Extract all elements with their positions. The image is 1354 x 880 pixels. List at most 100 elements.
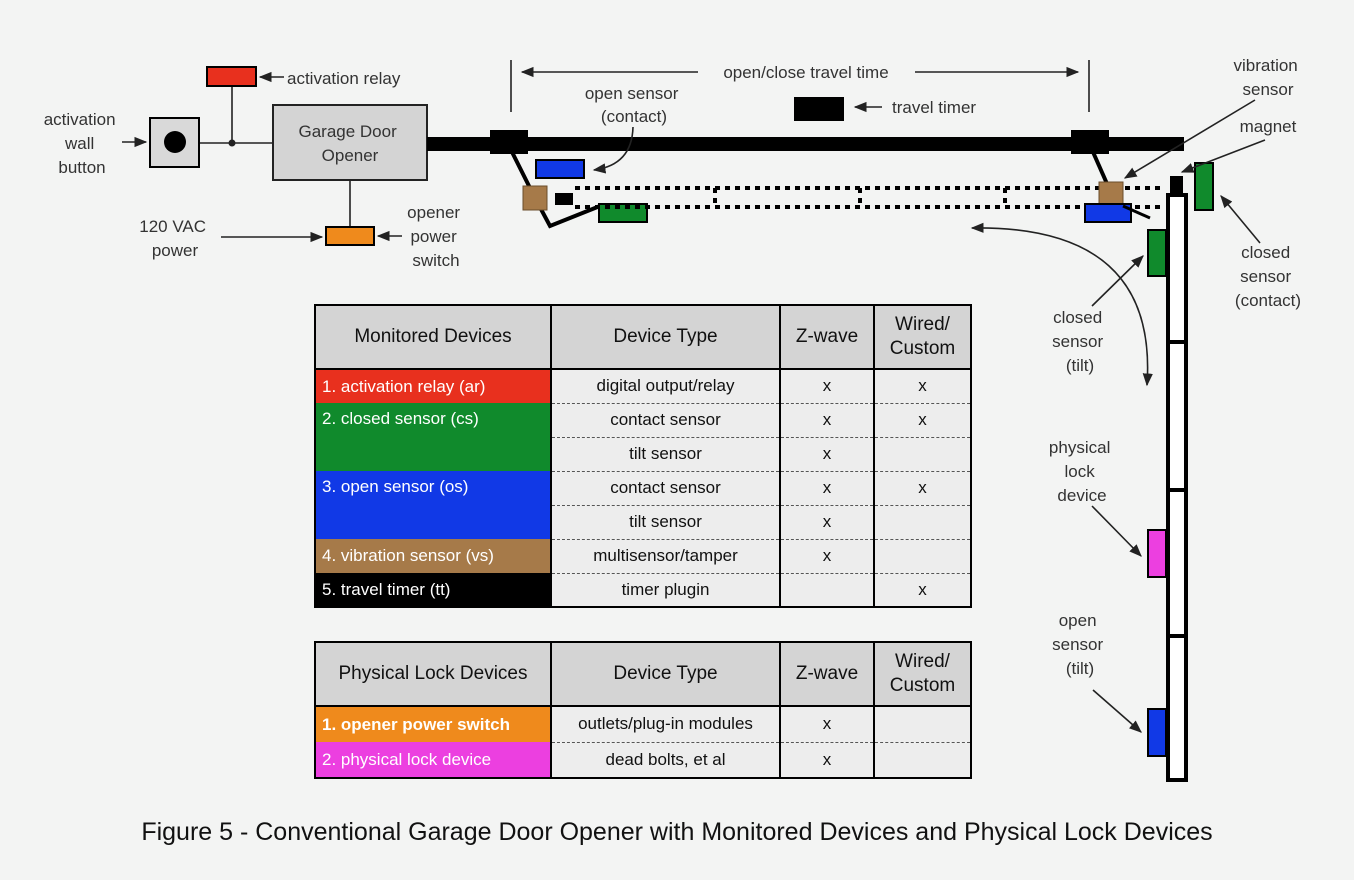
vibration-sensor-right	[1098, 181, 1124, 207]
travel-time-span	[510, 60, 1090, 112]
physical-lock-devices-table: Physical Lock Devices Device Type Z-wave…	[314, 641, 972, 779]
zwave-cell: x	[779, 403, 875, 438]
header-zwave: Z-wave	[779, 641, 875, 707]
open-sensor-contact-arrow	[592, 126, 634, 174]
wired-custom-cell: x	[873, 403, 972, 438]
device-type-cell: digital output/relay	[550, 369, 781, 404]
opener-wiring	[122, 71, 402, 243]
header-zwave: Z-wave	[779, 304, 875, 370]
monitored-table-body: 1. activation relay (ar)digital output/r…	[314, 369, 972, 608]
power-120vac-label: 120 VAC power	[139, 217, 211, 260]
header-physical-lock-devices: Physical Lock Devices	[314, 641, 552, 707]
opener-power-switch-label: opener power switch	[407, 203, 465, 270]
vibration-sensor-label: vibration sensor	[1234, 56, 1303, 99]
device-name-cell: 1. activation relay (ar)	[314, 369, 552, 403]
zwave-cell: x	[779, 539, 875, 574]
activation-relay-label: activation relay	[287, 69, 401, 88]
wired-custom-cell	[873, 505, 972, 540]
physical-lock-device	[1147, 529, 1167, 578]
activation-wall-button	[149, 117, 200, 168]
open-door-panels	[575, 186, 1160, 209]
zwave-cell: x	[779, 437, 875, 472]
header-device-type: Device Type	[550, 304, 781, 370]
monitored-table-header: Monitored Devices Device Type Z-wave Wir…	[314, 304, 972, 370]
travel-timer-label: travel timer	[892, 98, 976, 117]
closed-sensor-tilt	[1147, 229, 1167, 277]
header-device-type: Device Type	[550, 641, 781, 707]
device-type-cell: dead bolts, et al	[550, 742, 781, 779]
wired-custom-cell: x	[873, 369, 972, 404]
trolley-right	[1071, 130, 1109, 154]
zwave-cell	[779, 573, 875, 608]
closed-sensor-tilt-label: closed sensor (tilt)	[1052, 308, 1108, 375]
trolley-left	[490, 130, 528, 154]
travel-timer	[794, 97, 844, 121]
device-type-cell: tilt sensor	[550, 505, 781, 540]
door-arm	[510, 151, 1110, 229]
device-name-cell: 5. travel timer (tt)	[314, 573, 552, 608]
open-sensor-contact-label: open sensor (contact)	[585, 84, 683, 126]
device-name-cell: 4. vibration sensor (vs)	[314, 539, 552, 573]
svg-text:Garage Door Opener: Garage Door Opener	[298, 122, 401, 165]
door-latch	[555, 193, 573, 205]
device-name-cell: 2. physical lock device	[314, 742, 552, 779]
zwave-cell: x	[779, 471, 875, 506]
closed-sensor-contact-label: closed sensor (contact)	[1235, 243, 1301, 310]
magnet-label: magnet	[1240, 117, 1297, 136]
opener-power-switch	[325, 226, 375, 246]
door-arm-right-link	[1122, 204, 1151, 220]
header-wired-custom: Wired/ Custom	[873, 641, 972, 707]
open-sensor-contact	[535, 159, 585, 179]
device-type-cell: contact sensor	[550, 403, 781, 438]
wired-custom-cell	[873, 706, 972, 743]
travel-time-label: open/close travel time	[723, 63, 888, 82]
wire-junction	[228, 139, 236, 147]
open-sensor-tilt	[1147, 708, 1167, 757]
table-row: 5. travel timer (tt)timer plugin x	[314, 573, 972, 608]
open-sensor-right	[1084, 203, 1132, 223]
device-type-cell: contact sensor	[550, 471, 781, 506]
opener-label-line2: Opener	[322, 146, 379, 165]
physical-lock-device-label: physical lock device	[1049, 438, 1115, 505]
device-name-cell: 1. opener power switch	[314, 706, 552, 742]
device-name-cell: 3. open sensor (os)	[314, 471, 552, 539]
opener-label-line1: Garage Door	[298, 122, 397, 141]
magnet	[1170, 176, 1183, 194]
wall-button-label: activation wall button	[44, 110, 121, 177]
table-row: 1. activation relay (ar)digital output/r…	[314, 369, 972, 404]
opener-rail	[427, 137, 1184, 151]
zwave-cell: x	[779, 742, 875, 779]
closed-door	[1166, 193, 1188, 782]
zwave-cell: x	[779, 706, 875, 743]
zwave-cell: x	[779, 369, 875, 404]
right-pointers	[970, 99, 1266, 733]
device-name-cell: 2. closed sensor (cs)	[314, 403, 552, 471]
wired-custom-cell	[873, 437, 972, 472]
zwave-cell: x	[779, 505, 875, 540]
device-type-cell: timer plugin	[550, 573, 781, 608]
lock-table-header: Physical Lock Devices Device Type Z-wave…	[314, 641, 972, 707]
wired-custom-cell	[873, 742, 972, 779]
monitored-devices-table: Monitored Devices Device Type Z-wave Wir…	[314, 304, 972, 608]
vibration-sensor-left	[522, 185, 548, 211]
device-type-cell: tilt sensor	[550, 437, 781, 472]
device-type-cell: multisensor/tamper	[550, 539, 781, 574]
figure-caption: Figure 5 - Conventional Garage Door Open…	[141, 818, 1213, 846]
open-sensor-tilt-label: open sensor (tilt)	[1052, 611, 1108, 678]
device-type-cell: outlets/plug-in modules	[550, 706, 781, 743]
wired-custom-cell: x	[873, 471, 972, 506]
garage-door-opener: Garage Door Opener	[272, 104, 428, 181]
table-row: 4. vibration sensor (vs)multisensor/tamp…	[314, 539, 972, 574]
activation-relay	[206, 66, 257, 87]
closed-sensor-contact	[1194, 162, 1214, 211]
wired-custom-cell: x	[873, 573, 972, 608]
wired-custom-cell	[873, 539, 972, 574]
header-monitored-devices: Monitored Devices	[314, 304, 552, 370]
